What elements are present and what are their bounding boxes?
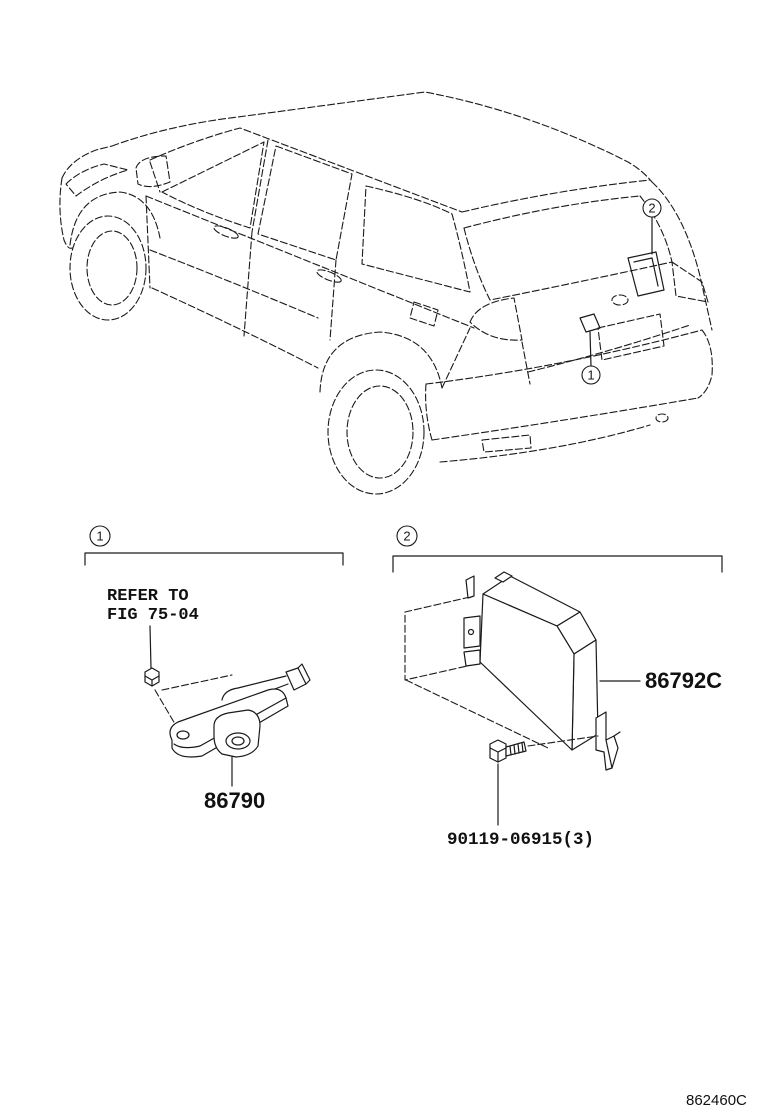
figure-reference-label: FIG 75-04	[107, 606, 199, 625]
vehicle-front-tire	[69, 215, 147, 321]
section-2-control-unit-assembly: 2 86792C 90119-06915(3)	[392, 525, 723, 850]
vehicle-bumper-reflector	[481, 434, 532, 453]
vehicle-rear-spoiler	[461, 179, 651, 213]
section-2-bracket-line	[392, 555, 723, 573]
vehicle-rear-door-window	[257, 145, 353, 261]
vehicle-bumper-corner	[697, 329, 713, 399]
bolt-head-detail	[489, 747, 507, 763]
camera-lens	[231, 736, 245, 746]
camera-cable-connector-end	[297, 663, 311, 685]
vehicle-under-panel	[439, 424, 651, 463]
camera-bracket-hole	[176, 730, 190, 740]
vehicle-hatch-lower-edge	[521, 341, 531, 385]
vehicle-rocker-panel	[151, 287, 319, 369]
vehicle-bumper-side	[425, 383, 433, 441]
bolt-alignment-line	[527, 735, 599, 747]
section-1-circle	[89, 525, 111, 547]
vehicle-front-fascia	[59, 177, 73, 249]
vehicle-roof-outline	[111, 91, 653, 183]
vehicle-control-unit-location	[627, 251, 665, 297]
control-unit-left-tab-lower	[463, 649, 481, 667]
section-2-circle	[396, 525, 418, 547]
vehicle-right-tail-light	[671, 261, 709, 303]
vehicle-quarter-panel	[441, 327, 471, 389]
nut-alignment-line-lower	[154, 689, 176, 725]
vehicle-front-door-window	[161, 141, 265, 229]
bolt-part-number: 90119-06915(3)	[447, 830, 594, 850]
vehicle-door-gap	[243, 231, 253, 337]
section-1-bracket-line	[84, 552, 344, 566]
vehicle-rear-tire	[327, 369, 425, 495]
nut-leader-line	[149, 625, 152, 669]
vehicle-front-door-edge	[145, 195, 151, 289]
control-unit-left-tab-upper	[463, 615, 481, 649]
section-2-number: 2	[403, 529, 410, 544]
vehicle-rear-camera	[579, 313, 601, 333]
control-unit-mounting-bracket	[595, 711, 619, 771]
vehicle-callout-1-circle	[581, 365, 601, 385]
control-unit-top-tab-right	[494, 571, 513, 583]
section-1-camera-assembly: 1 REFER TO FIG 75-04 86790	[84, 525, 344, 813]
vehicle-hatch-crease	[527, 324, 691, 373]
vehicle-fuel-door	[409, 301, 439, 327]
vehicle-rear-rim	[346, 385, 414, 479]
control-unit-left-tab-hole	[467, 628, 475, 636]
vehicle-callout-1-number: 1	[587, 368, 594, 383]
vehicle-exhaust-tip	[655, 413, 669, 423]
mounting-nut	[144, 667, 160, 687]
vehicle-illustration: 2 1	[59, 91, 713, 495]
vehicle-bumper-bottom	[431, 397, 699, 441]
nut-alignment-line-upper	[161, 674, 233, 691]
camera-bracket-edge	[173, 697, 287, 749]
camera-lens-ring	[225, 732, 251, 750]
vehicle-front-rim	[86, 230, 138, 306]
vehicle-door-crease	[149, 249, 319, 319]
vehicle-b-pillar	[251, 139, 269, 233]
figure-code: 862460C	[686, 1092, 747, 1109]
control-unit-top-tab-left	[465, 575, 475, 599]
vehicle-license-plate	[597, 313, 665, 361]
mounting-nut-detail	[144, 675, 160, 687]
vehicle-rear-door-handle	[316, 269, 342, 283]
vehicle-rear-emblem	[611, 294, 629, 306]
section-1-number: 1	[96, 529, 103, 544]
refer-to-label: REFER TO	[107, 587, 189, 606]
vehicle-roof-rail	[149, 127, 463, 213]
vehicle-callout-1-leader	[589, 331, 592, 367]
mounting-plane-outline	[404, 596, 549, 749]
camera-part-number: 86790	[204, 788, 265, 813]
vehicle-a-pillar	[149, 161, 161, 193]
bolt-threads	[509, 742, 524, 756]
vehicle-bumper-top	[425, 329, 703, 385]
vehicle-callout-2-number: 2	[648, 201, 655, 216]
vehicle-front-wheel-arch	[69, 191, 161, 246]
vehicle-beltline	[145, 195, 475, 329]
bolt-head	[489, 739, 507, 763]
vehicle-callout-2-circle	[642, 198, 662, 218]
control-unit-side-face	[571, 639, 599, 751]
vehicle-side-mirror	[135, 155, 171, 188]
vehicle-quarter-window	[361, 185, 471, 293]
vehicle-rear-door-edge	[329, 259, 337, 341]
vehicle-left-tail-light	[469, 297, 523, 341]
vehicle-front-door-handle	[213, 225, 239, 239]
vehicle-d-pillar	[651, 181, 713, 331]
vehicle-rear-glass	[463, 195, 673, 301]
vehicle-rear-wheel-arch	[319, 331, 443, 393]
vehicle-hood-edge	[61, 145, 113, 179]
vehicle-headlight	[65, 163, 129, 197]
control-unit-bracket-flange	[605, 731, 621, 769]
control-unit-part-number: 86792C	[645, 668, 722, 693]
vehicle-rear-glass-top	[463, 195, 641, 229]
